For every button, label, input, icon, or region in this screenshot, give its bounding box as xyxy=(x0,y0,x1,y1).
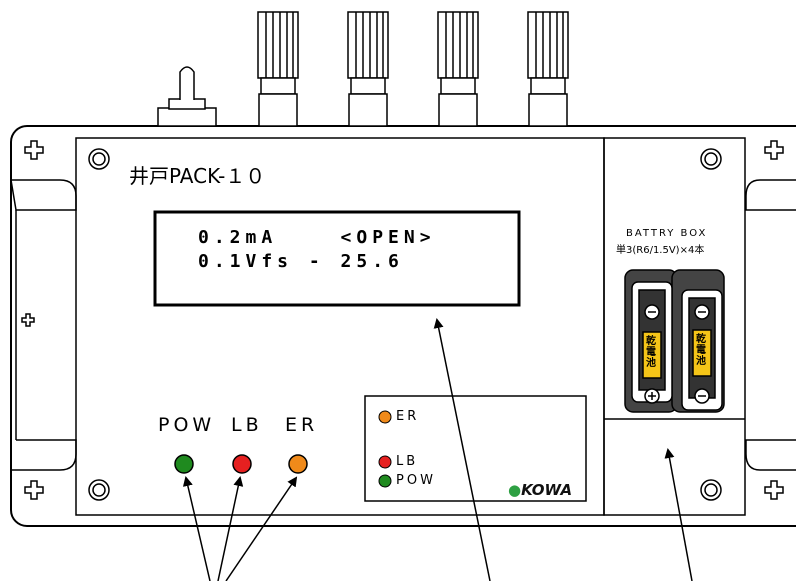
battery-label-left: 乾電池 xyxy=(646,336,656,369)
legend-dot-icon xyxy=(378,410,392,488)
led-label-pow: POW xyxy=(158,414,216,436)
battery-box-title: BATTRY BOX xyxy=(626,228,708,239)
right-flange-lower xyxy=(745,439,796,471)
battery-box-spec: 単3(R6/1.5V)×4本 xyxy=(616,245,705,256)
device-title: 井戸PACK-１０ xyxy=(129,164,266,188)
panel-screw-icon xyxy=(88,148,722,501)
arrow-icon xyxy=(182,318,693,582)
lcd-line-2: 0.1Vfs - 25.6 xyxy=(198,251,404,272)
led-label-er: ER xyxy=(285,414,319,436)
terminal-knob-icon xyxy=(257,11,569,127)
battery-icon xyxy=(624,269,725,413)
legend-box xyxy=(364,395,587,502)
battery-label-right: 乾電池 xyxy=(696,334,706,367)
toggle-switch-icon xyxy=(157,66,217,127)
right-flange xyxy=(745,179,796,211)
legend-label-er: ER xyxy=(396,409,420,424)
led-label-lb: LB xyxy=(231,414,263,436)
battery-compartment xyxy=(603,137,746,516)
lcd-display xyxy=(153,210,521,307)
kowa-logo: ●KOWA xyxy=(508,481,572,499)
legend-label-pow: POW xyxy=(396,473,436,488)
lcd-line-1: 0.2mA <OPEN> xyxy=(198,227,436,248)
legend-label-lb: LB xyxy=(396,454,419,469)
screw-icon xyxy=(21,140,784,500)
logo-text: KOWA xyxy=(521,481,573,499)
logo-mark-icon: ● xyxy=(508,481,522,499)
led-icon xyxy=(174,454,308,474)
